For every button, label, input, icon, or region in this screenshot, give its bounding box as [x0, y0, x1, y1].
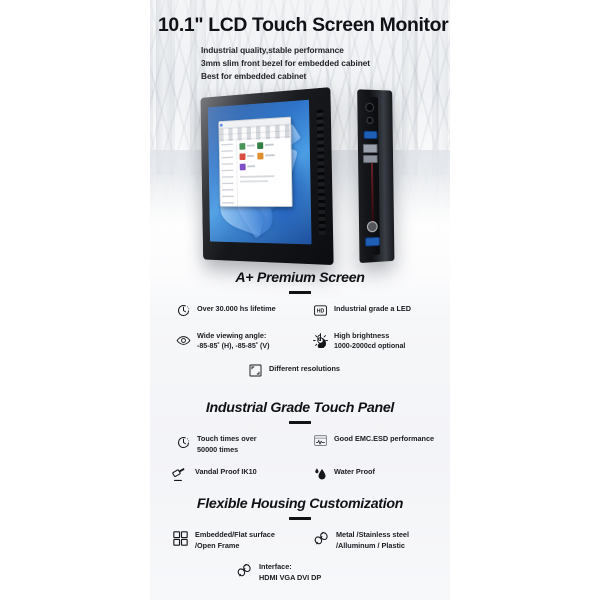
feature-text-block: Metal /Stainless steel /Alluminum / Plas… [336, 529, 409, 551]
feature-text-block: High brightness 1000-2000cd optional [334, 330, 405, 352]
feature-text-line-2: 50000 times [197, 445, 239, 455]
feature-text-line-1: High brightness [334, 331, 390, 341]
section-premium-screen: A+ Premium Screen [150, 270, 450, 378]
feature-material: Metal /Stainless steel /Alluminum / Plas… [309, 529, 450, 551]
clock-icon [176, 303, 191, 318]
feature-text: Good EMC.ESD performance [334, 434, 435, 444]
feature-text-line-2: 1000-2000cd optional [334, 342, 406, 351]
feature-text-line-2: -85-85˚ (H), -85-85˚ (V) [197, 342, 270, 351]
feature-text-block: Touch times over 50000 times [197, 433, 257, 455]
subtitle-line-1: Industrial quality,stable performance [201, 44, 344, 55]
brightness-icon [313, 333, 328, 349]
feature-mounting: Embedded/Flat surface /Open Frame [150, 529, 309, 551]
feature-water-proof: Water Proof [309, 466, 450, 481]
audio-port [366, 116, 374, 124]
page-title: 10.1" LCD Touch Screen Monitor [158, 14, 449, 36]
header: 10.1" LCD Touch Screen Monitor Industria… [150, 14, 450, 83]
feature-text-line-2: HDMI VGA DVI DP [259, 573, 322, 583]
feature-lifetime: Over 30.000 hs lifetime [150, 303, 313, 318]
window-navigation-pane [219, 140, 238, 207]
waveform-box-icon [313, 433, 328, 448]
eye-icon [176, 333, 191, 348]
feature-text-line-1: Metal /Stainless steel [336, 530, 409, 540]
dvi-port [362, 143, 378, 154]
section-title: A+ Premium Screen [235, 270, 365, 286]
product-photo [150, 82, 450, 272]
feature-resolutions: Different resolutions [150, 363, 450, 378]
section-touch-panel: Industrial Grade Touch Panel [150, 400, 450, 483]
feature-text: Vandal Proof IK10 [195, 467, 257, 477]
water-drop-icon [313, 466, 328, 481]
serial-port [363, 154, 378, 164]
feature-brightness: High brightness 1000-2000cd optional [313, 330, 450, 352]
vga-port-top [363, 130, 378, 140]
window-content-pane [237, 138, 292, 206]
feature-text: Over 30.000 hs lifetime [197, 304, 276, 314]
hammer-icon [172, 466, 189, 483]
feature-interface: Interface: HDMI VGA DVI DP [150, 561, 450, 583]
section-divider [289, 421, 311, 425]
feature-text-line-1: Interface: [259, 562, 292, 572]
subtitle-line-2: 3mm slim front bezel for embedded cabine… [201, 57, 370, 68]
resize-frame-icon [248, 363, 263, 378]
feature-text-line-1: Wide viewing angle: [197, 331, 267, 341]
feature-text-line-1: Touch times over [197, 434, 257, 444]
feature-touch-times: Touch times over 50000 times [150, 433, 313, 455]
feature-rows: Embedded/Flat surface /Open Frame [150, 529, 450, 583]
grid-squares-icon [172, 530, 189, 547]
feature-vandal-proof: Vandal Proof IK10 [150, 466, 309, 483]
section-divider [289, 291, 311, 295]
feature-viewing-angle: Wide viewing angle: -85-85˚ (H), -85-85˚… [150, 330, 313, 352]
dc-power-port [365, 102, 375, 112]
section-title: Flexible Housing Customization [196, 496, 404, 512]
feature-text-block: Embedded/Flat surface /Open Frame [195, 529, 275, 551]
feature-rows: Touch times over 50000 times Goo [150, 433, 450, 483]
section-housing: Flexible Housing Customization [150, 496, 450, 584]
feature-text: Different resolutions [269, 364, 340, 374]
feature-rows: Over 30.000 hs lifetime HD Industrial gr… [150, 303, 450, 378]
content-column: 10.1" LCD Touch Screen Monitor Industria… [150, 0, 450, 600]
feature-text-block: Wide viewing angle: -85-85˚ (H), -85-85˚… [197, 330, 269, 352]
features-panel-background [150, 258, 450, 600]
feature-text-line-2: /Alluminum / Plastic [336, 541, 405, 551]
section-title: Industrial Grade Touch Panel [205, 400, 395, 416]
io-port-panel [361, 96, 380, 256]
feature-text-line-1: Embedded/Flat surface [195, 530, 275, 540]
feature-text: Water Proof [334, 467, 375, 477]
monitor-screen [207, 99, 312, 245]
subtitle-block: Industrial quality,stable performance 3m… [150, 44, 450, 83]
feature-text: Industrial grade a LED [334, 304, 412, 314]
plug-icon [313, 530, 330, 547]
svg-text:HD: HD [317, 309, 325, 315]
side-view-monitor [357, 89, 395, 264]
feature-text-line-2: /Open Frame [195, 541, 240, 551]
subtitle-line-3: Best for embedded cabinet [201, 71, 307, 82]
file-explorer-window [218, 116, 293, 208]
internal-cable [370, 163, 374, 224]
clock-icon [176, 435, 191, 450]
window-body [219, 138, 292, 207]
hd-badge-icon: HD [313, 303, 328, 318]
feature-led: HD Industrial grade a LED [313, 303, 450, 318]
vga-port-bottom [365, 236, 380, 247]
front-view-monitor [200, 87, 334, 266]
feature-text-block: Interface: HDMI VGA DVI DP [259, 561, 321, 583]
cable-connector [366, 220, 378, 233]
section-divider [289, 517, 311, 521]
plug-icon [236, 562, 253, 579]
feature-emc-esd: Good EMC.ESD performance [313, 433, 450, 448]
